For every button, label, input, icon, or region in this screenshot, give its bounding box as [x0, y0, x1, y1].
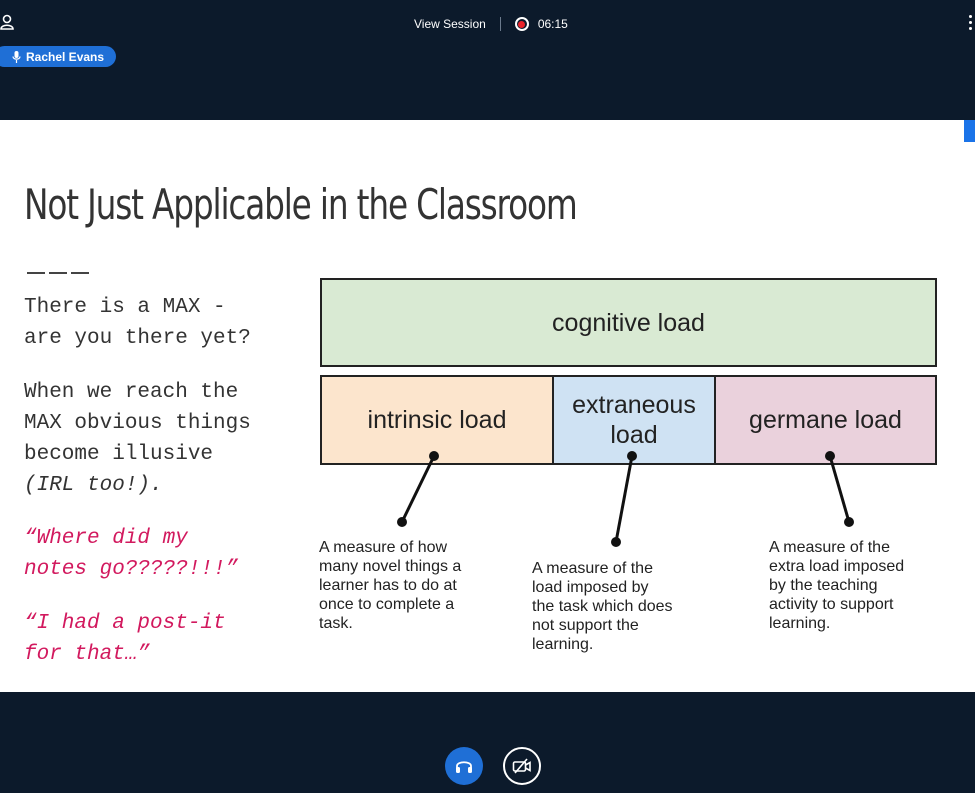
record-icon: [514, 17, 529, 31]
quote-1: “Where did my notes go?????!!!”: [24, 527, 239, 581]
box-label: intrinsic load: [367, 406, 507, 434]
body-paragraph-1: There is a MAX - are you there yet?: [24, 292, 251, 354]
extraneous-description: A measure of the load imposed by the tas…: [532, 560, 673, 653]
body-line: There is a MAX -: [24, 296, 226, 319]
body-line: become illusive: [24, 443, 214, 466]
extraneous-load-box: extraneous load: [552, 375, 716, 465]
box-label: extraneous load: [572, 391, 696, 449]
body-line: When we reach the: [24, 381, 239, 404]
intrinsic-load-box: intrinsic load: [320, 375, 554, 465]
quote-2: “I had a post-it for that…”: [24, 612, 226, 666]
presentation-slide: Not Just Applicable in the Classroom The…: [0, 120, 975, 692]
session-header: Rachel Evans View Session 06:15: [0, 0, 975, 120]
side-panel-tab[interactable]: [964, 120, 975, 142]
connector-germane: [825, 451, 854, 527]
cognitive-load-box: cognitive load: [320, 278, 937, 367]
connector-intrinsic: [397, 451, 439, 527]
germane-load-box: germane load: [714, 375, 937, 465]
presenter-name: Rachel Evans: [26, 49, 105, 64]
divider: [499, 17, 501, 31]
controls-bar: [0, 692, 975, 793]
audio-button[interactable]: [445, 747, 483, 785]
box-label: germane load: [749, 406, 902, 434]
microphone-icon: [12, 50, 21, 63]
body-line: are you there yet?: [24, 327, 251, 350]
user-icon[interactable]: [0, 14, 16, 30]
headphones-icon: [456, 761, 472, 773]
presenter-badge: Rachel Evans: [0, 46, 117, 67]
intrinsic-description: A measure of how many novel things a lea…: [319, 539, 462, 632]
title-divider: [27, 261, 93, 274]
body-line: (IRL too!).: [24, 474, 163, 497]
body-paragraph-2: When we reach the MAX obvious things bec…: [24, 377, 251, 501]
camera-off-icon: [512, 758, 531, 774]
connector-extraneous: [611, 451, 637, 547]
connector-lines: [397, 451, 854, 547]
recording-timer: 06:15: [537, 17, 568, 31]
video-button[interactable]: [503, 747, 541, 785]
more-vertical-icon[interactable]: [969, 15, 973, 33]
slide-title: Not Just Applicable in the Classroom: [24, 180, 578, 229]
view-session-button[interactable]: View Session: [414, 17, 486, 31]
germane-description: A measure of the extra load imposed by t…: [769, 539, 905, 632]
session-info: View Session 06:15: [414, 14, 568, 34]
body-line: MAX obvious things: [24, 412, 251, 435]
